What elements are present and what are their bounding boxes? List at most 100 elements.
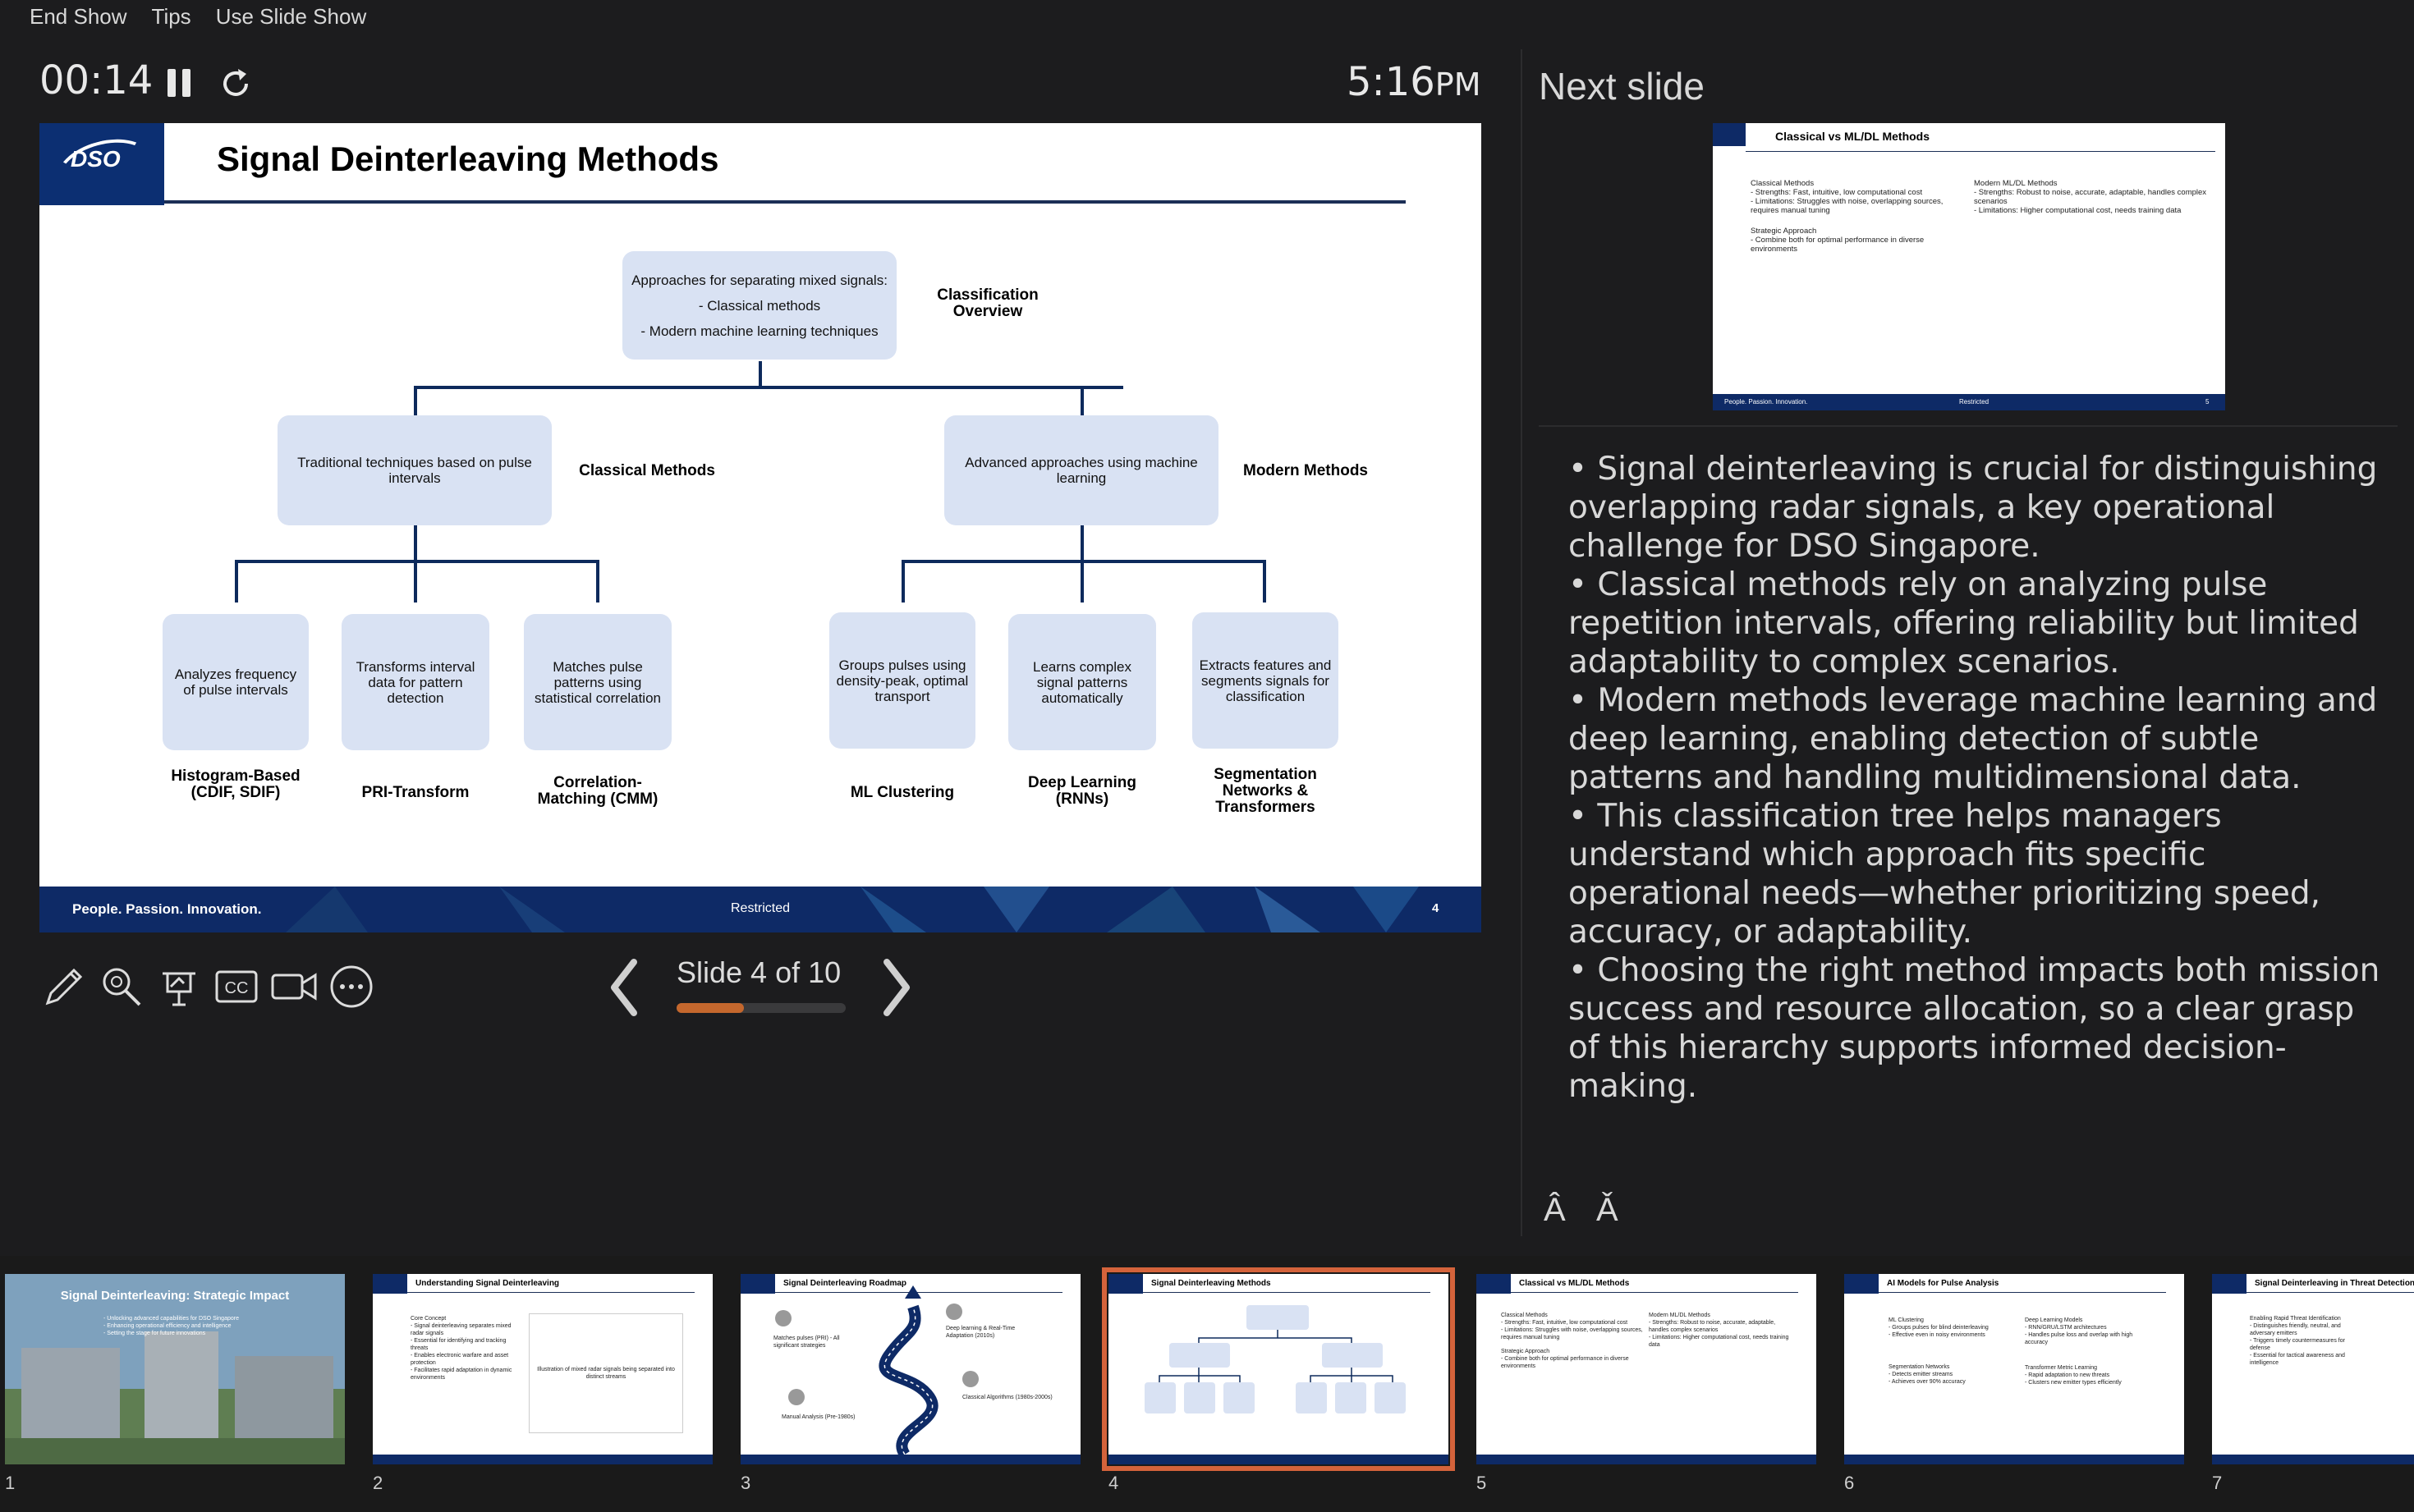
pane-divider[interactable] (1521, 49, 1522, 1236)
svg-text:CC: CC (225, 979, 249, 997)
note-paragraph: • Classical methods rely on analyzing pu… (1568, 566, 2359, 680)
root-item-classical: - Classical methods (698, 297, 821, 314)
decrease-font-button[interactable]: Ǎ (1596, 1192, 1618, 1228)
use-slide-show-button[interactable]: Use Slide Show (215, 3, 367, 29)
thumb-line: - Essential for identifying and tracking… (411, 1338, 507, 1351)
footer-tagline: People. Passion. Innovation. (72, 901, 262, 917)
next-slide-preview[interactable]: Classical vs ML/DL Methods Classical Met… (1713, 123, 2225, 410)
footer-pattern-icon (286, 887, 1419, 932)
thumb-text: Core Concept - Signal deinterleaving sep… (411, 1315, 517, 1381)
tips-button[interactable]: Tips (151, 3, 191, 29)
camera-icon[interactable] (269, 962, 319, 1011)
thumb-line: Strategic Approach (1501, 1349, 1550, 1354)
thumb-line: - Enhancing operational efficiency and i… (103, 1323, 232, 1329)
preview-col1-line: Strategic Approach (1751, 227, 1817, 236)
thumb-line: - Distinguishes friendly, neutral, and a… (2250, 1323, 2341, 1336)
root-node: Approaches for separating mixed signals:… (622, 251, 897, 360)
thumbnail-number: 5 (1476, 1473, 1487, 1493)
notes-separator (1539, 425, 2398, 427)
thumb-title: Signal Deinterleaving Methods (1151, 1279, 1271, 1288)
chevron-right-icon[interactable] (877, 957, 916, 1018)
pen-icon[interactable] (39, 962, 89, 1011)
title-underline (164, 200, 1406, 204)
menu-bar: End Show Tips Use Slide Show (0, 0, 2414, 33)
more-icon[interactable] (327, 962, 376, 1011)
leaf-label-segmentation: Segmentation Networks & Transformers (1214, 766, 1317, 816)
thumbnail-slide-7[interactable]: Signal Deinterleaving in Threat Detectio… (2212, 1274, 2414, 1464)
thumb-text: - Unlocking advanced capabilities for DS… (103, 1315, 239, 1337)
leaf-label-deep-learning: Deep Learning (RNNs) (1028, 774, 1136, 808)
preview-title: Classical vs ML/DL Methods (1775, 130, 1930, 143)
thumb-line: Core Concept (411, 1316, 447, 1322)
thumbnail-slide-4[interactable]: Signal Deinterleaving Methods (1102, 1267, 1455, 1471)
leaf-node-histogram: Analyzes frequency of pulse intervals (163, 614, 309, 750)
thumb-line: - Facilitates rapid adaptation in dynami… (411, 1368, 512, 1381)
preview-footer: People. Passion. Innovation. Restricted … (1713, 394, 2225, 410)
note-paragraph: • Signal deinterleaving is crucial for d… (1568, 451, 2378, 565)
leaf-node-correlation: Matches pulse patterns using statistical… (524, 614, 672, 750)
leaf-label-pri: PRI-Transform (361, 784, 470, 801)
laser-pointer-icon[interactable] (154, 962, 204, 1011)
current-slide[interactable]: DSO Signal Deinterleaving Methods Approa… (39, 123, 1481, 932)
increase-font-button[interactable]: Â (1544, 1192, 1566, 1228)
thumb-line: - Handles pulse loss and overlap with hi… (2025, 1332, 2133, 1345)
next-slide-header: Next slide (1539, 65, 1705, 108)
thumbnail-slide-6[interactable]: AI Models for Pulse Analysis ML Clusteri… (1844, 1274, 2184, 1464)
thumbnail-slide-1[interactable]: Signal Deinterleaving: Strategic Impact … (5, 1274, 345, 1464)
note-paragraph: • This classification tree helps manager… (1568, 798, 2321, 951)
slide-title: Signal Deinterleaving Methods (217, 140, 719, 178)
thumb-text: Deep Learning Models - RNN/GRU/LSTM arch… (2025, 1317, 2148, 1386)
thumb-title: Signal Deinterleaving: Strategic Impact (60, 1289, 290, 1303)
thumbnail-slide-5[interactable]: Classical vs ML/DL Methods Classical Met… (1476, 1274, 1816, 1464)
restart-icon[interactable] (218, 66, 255, 102)
end-show-button[interactable]: End Show (30, 3, 127, 29)
thumb-line: - Signal deinterleaving separates mixed … (411, 1323, 512, 1336)
thumb-text: Classical Methods - Strengths: Fast, int… (1501, 1312, 1649, 1370)
leaf-label-clustering: ML Clustering (850, 784, 955, 801)
preview-footer-class: Restricted (1959, 398, 1989, 405)
chevron-left-icon[interactable] (604, 957, 644, 1018)
thumb-title: Signal Deinterleaving Roadmap (783, 1279, 907, 1288)
preview-col1-line: - Strengths: Fast, intuitive, low comput… (1751, 188, 1923, 197)
preview-col1-line: Classical Methods (1751, 179, 1815, 188)
thumb-title: Understanding Signal Deinterleaving (415, 1279, 560, 1288)
thumb-line: Matches pulses (PRI) - All significant s… (773, 1336, 840, 1349)
thumbnail-number: 4 (1108, 1473, 1119, 1493)
thumbnail-slide-3[interactable]: Signal Deinterleaving Roadmap Matches pu… (741, 1274, 1081, 1464)
preview-logo (1713, 123, 1746, 146)
thumbnail-slide-2[interactable]: Understanding Signal Deinterleaving Core… (373, 1274, 713, 1464)
thumb-line: Classical Algorithms (1980s-2000s) (962, 1395, 1053, 1400)
preview-col2-line: - Limitations: Higher computational cost… (1974, 206, 2182, 215)
clock: 5:16PM (1347, 59, 1481, 105)
thumb-line: - Strengths: Robust to noise, accurate, … (1649, 1320, 1776, 1333)
thumb-title: AI Models for Pulse Analysis (1887, 1279, 1999, 1288)
thumb-line: - Limitations: Struggles with noise, ove… (1501, 1327, 1643, 1340)
clock-ampm: PM (1434, 66, 1481, 103)
clock-time: 5:16 (1347, 59, 1435, 105)
elapsed-timer: 00:14 (39, 57, 154, 103)
cc-icon[interactable]: CC (212, 962, 261, 1011)
thumb-line: - Effective even in noisy environments (1889, 1332, 1985, 1338)
speaker-notes[interactable]: • Signal deinterleaving is crucial for d… (1568, 450, 2389, 1106)
note-paragraph: • Modern methods leverage machine learni… (1568, 682, 2378, 796)
zoom-icon[interactable] (97, 962, 146, 1011)
pause-icon[interactable] (164, 66, 197, 102)
thumb-line: - Groups pulses for blind deinterleaving (1889, 1325, 1989, 1331)
thumb-line: - Limitations: Higher computational cost… (1649, 1335, 1789, 1348)
thumb-line: Deep learning & Real-Time Adaptation (20… (946, 1326, 1016, 1339)
thumbnail-number: 2 (373, 1473, 383, 1493)
footer-page-number: 4 (1432, 901, 1439, 915)
thumbnail-number: 7 (2212, 1473, 2223, 1493)
preview-footer-tagline: People. Passion. Innovation. (1724, 398, 1808, 405)
thumbnail-number: 3 (741, 1473, 751, 1493)
thumb-text: ML Clustering - Groups pulses for blind … (1889, 1317, 2012, 1386)
preview-col2-line: Modern ML/DL Methods (1974, 179, 2058, 188)
thumb-line: Modern ML/DL Methods (1649, 1313, 1710, 1318)
thumb-line: - Combine both for optimal performance i… (1501, 1356, 1629, 1369)
thumb-aside: Illustration of mixed radar signals bein… (537, 1367, 675, 1380)
root-label: Classification Overview (937, 286, 1039, 320)
preview-footer-page: 5 (2205, 398, 2210, 405)
thumbnail-number: 6 (1844, 1473, 1855, 1493)
dso-logo: DSO (39, 123, 164, 209)
classical-label: Classical Methods (579, 462, 715, 479)
